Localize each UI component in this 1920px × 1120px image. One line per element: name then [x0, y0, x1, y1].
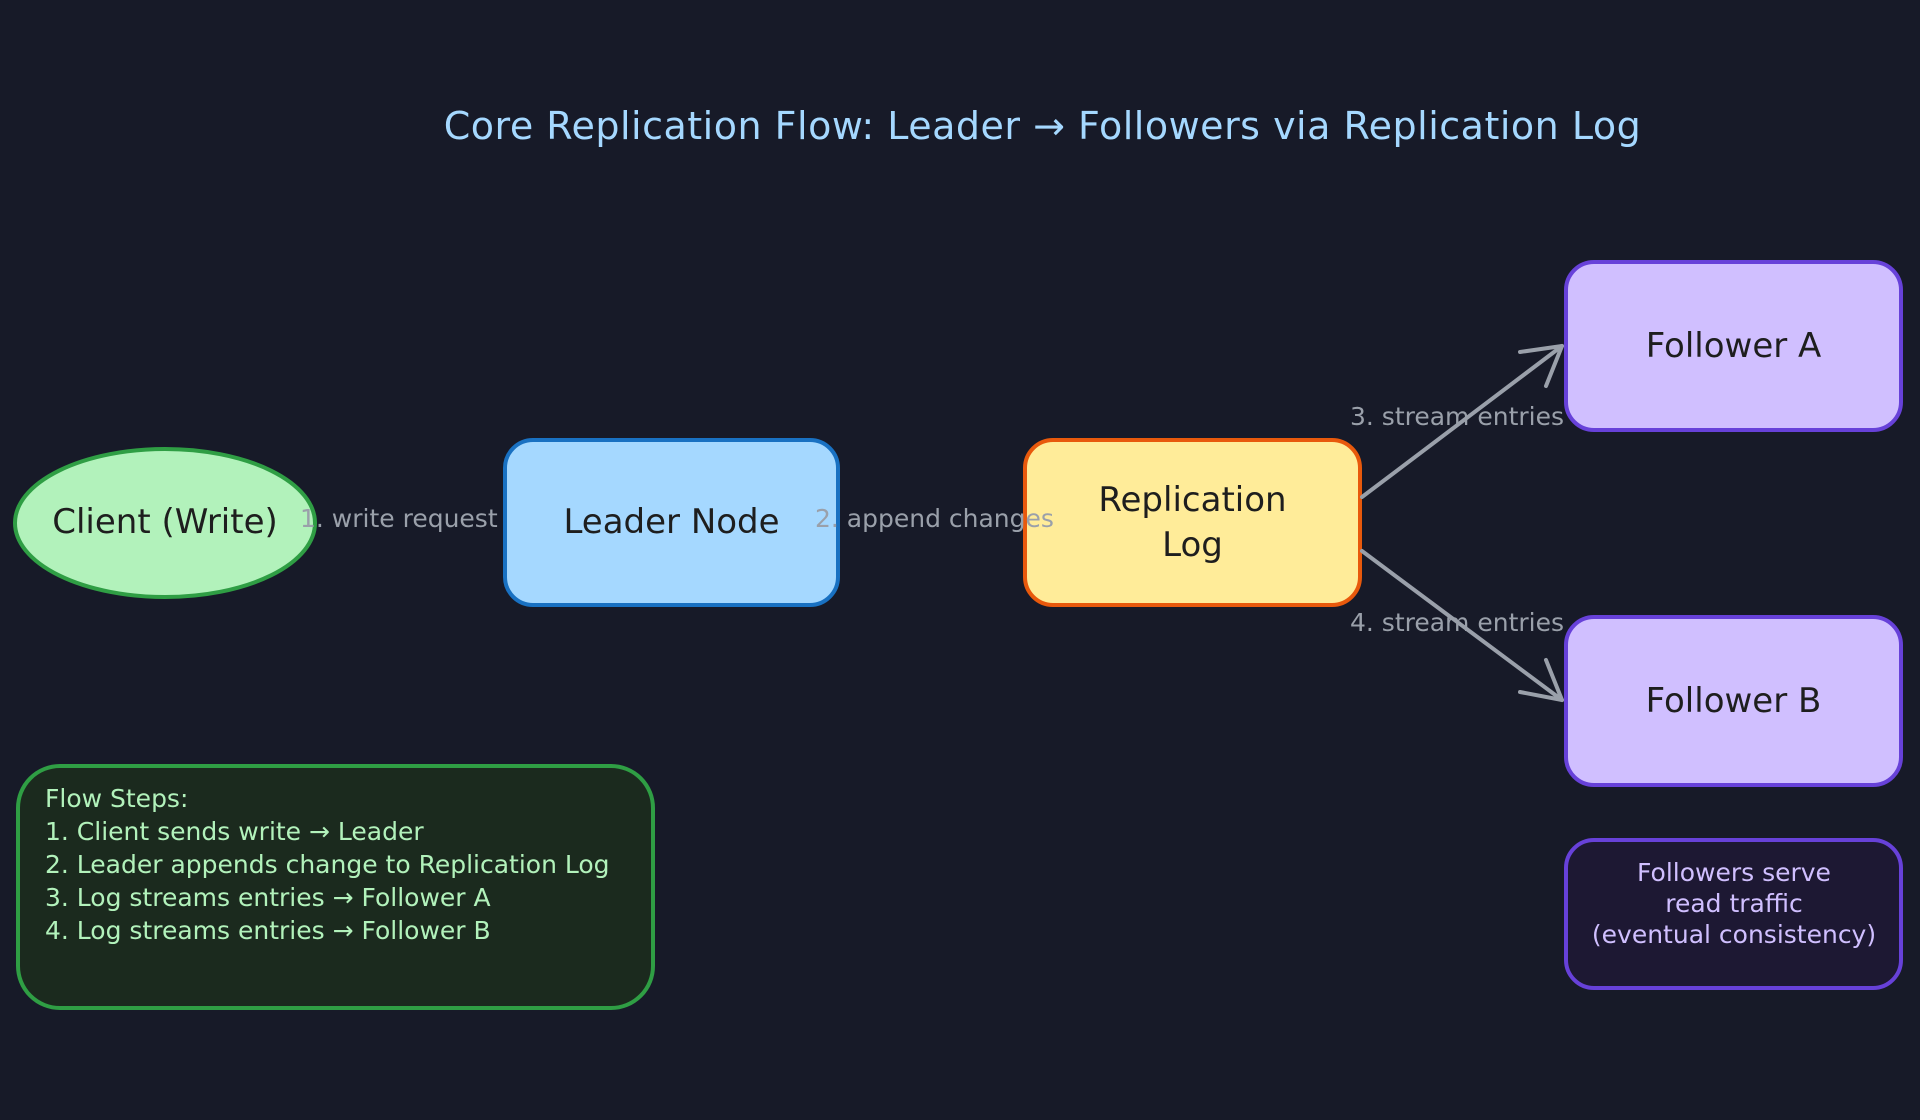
edge-log-to-follower-a [1360, 344, 1564, 499]
flow-steps-box [16, 764, 655, 1010]
follower-a-shape [1564, 260, 1903, 432]
follower-b-node[interactable]: Follower B [1645, 680, 1822, 721]
read-note-line: (eventual consistency) [1591, 920, 1877, 949]
flow-step: 4. Log streams entries → Follower B [45, 916, 491, 945]
follower-a-node[interactable]: Follower A [1645, 325, 1822, 366]
read-traffic-note: Followers serve read traffic (eventual c… [1568, 857, 1900, 950]
edge-label-append-changes: 2. append changes [815, 504, 1054, 533]
flow-steps-note: Flow Steps: 1. Client sends write → Lead… [45, 782, 645, 947]
log-shape [1023, 438, 1362, 607]
flow-steps-heading: Flow Steps: [45, 784, 189, 813]
read-note-line: Followers serve [1637, 858, 1831, 887]
read-note-box [1564, 838, 1903, 990]
edge-label-write-request: 1. write request [300, 504, 498, 533]
follower-b-shape [1564, 615, 1903, 787]
arrowhead-follower-a [1518, 344, 1564, 388]
arrowhead-follower-b [1518, 658, 1564, 702]
replication-log-node[interactable]: Replication Log [1098, 480, 1287, 565]
client-node[interactable]: Client (Write) [52, 502, 278, 543]
flow-step: 2. Leader appends change to Replication … [45, 850, 610, 879]
edge-label-stream-entries-b: 4. stream entries [1350, 608, 1565, 637]
leader-node[interactable]: Leader Node [563, 502, 780, 543]
client-shape [13, 447, 317, 599]
diagram-title: Core Replication Flow: Leader → Follower… [443, 104, 1642, 148]
edge-label-stream-entries-a: 3. stream entries [1350, 402, 1565, 431]
edge-log-to-follower-b [1360, 549, 1564, 702]
leader-shape [503, 438, 840, 607]
read-note-line: read traffic [1665, 889, 1803, 918]
flow-step: 1. Client sends write → Leader [45, 817, 424, 846]
flow-step: 3. Log streams entries → Follower A [45, 883, 491, 912]
